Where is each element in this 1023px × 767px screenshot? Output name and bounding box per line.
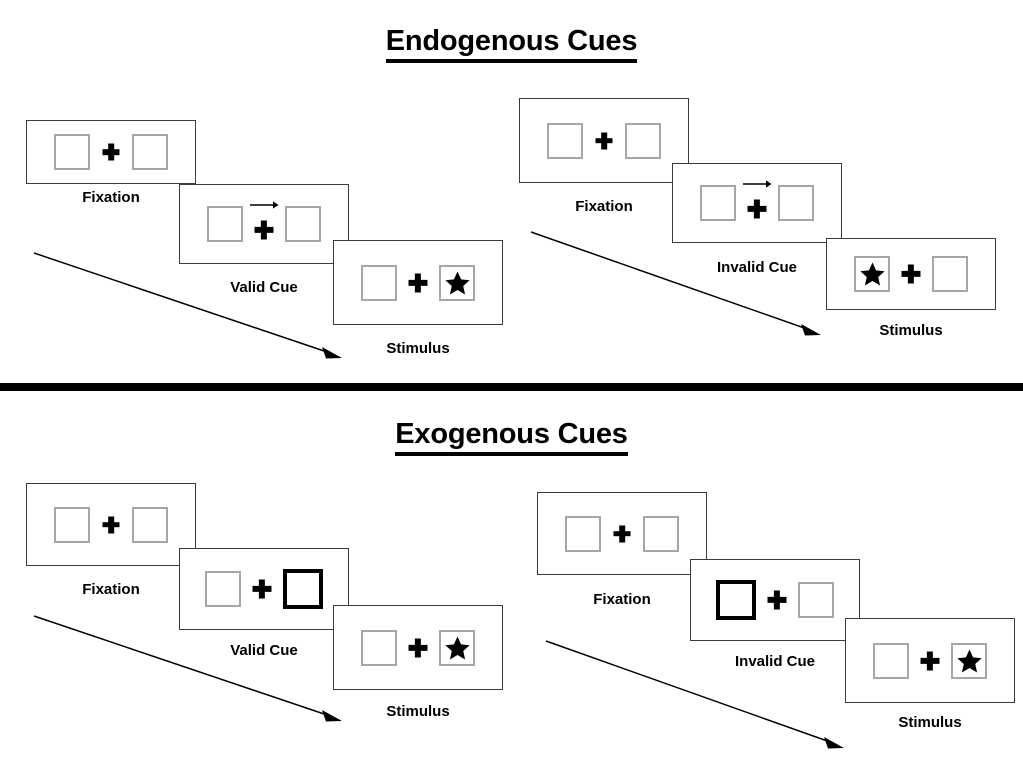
right-box bbox=[643, 515, 679, 552]
section-divider bbox=[0, 383, 1023, 391]
panel-inner bbox=[691, 560, 859, 640]
fixation-center bbox=[601, 514, 643, 554]
right-box bbox=[798, 582, 834, 618]
arrow-right-icon bbox=[743, 180, 772, 188]
left-box bbox=[205, 571, 241, 607]
left-box bbox=[854, 256, 890, 292]
fixation-cross-icon bbox=[255, 220, 274, 239]
panel-inner bbox=[180, 185, 348, 263]
fixation-cross-icon bbox=[902, 265, 921, 284]
panel-exogenous-invalid-fixation bbox=[537, 492, 707, 575]
step-label-exogenous-valid-cue: Valid Cue bbox=[230, 642, 298, 659]
fixation-cross-icon bbox=[748, 199, 767, 218]
fixation-center bbox=[397, 263, 439, 303]
section-title-endogenous: Endogenous Cues bbox=[0, 25, 1023, 63]
panel-inner bbox=[27, 484, 195, 565]
left-box bbox=[361, 264, 397, 301]
step-label-exogenous-invalid-cue: Invalid Cue bbox=[734, 653, 816, 670]
star-icon bbox=[859, 262, 885, 286]
right-box bbox=[283, 569, 323, 609]
panel-inner bbox=[827, 239, 995, 309]
fixation-center bbox=[890, 254, 932, 294]
step-label-endogenous-invalid-stimulus: Stimulus bbox=[879, 322, 943, 339]
step-label-exogenous-invalid-stimulus: Stimulus bbox=[898, 714, 962, 731]
panel-endogenous-valid-cue bbox=[179, 184, 349, 264]
star-icon bbox=[444, 271, 470, 294]
step-label-exogenous-invalid-fixation: Fixation bbox=[593, 591, 651, 608]
fixation-center bbox=[397, 628, 439, 668]
fixation-cross-icon bbox=[409, 638, 428, 657]
panel-endogenous-valid-stimulus bbox=[333, 240, 503, 325]
panel-exogenous-valid-cue bbox=[179, 548, 349, 630]
panel-inner bbox=[334, 606, 502, 689]
step-label-endogenous-valid-cue: Valid Cue bbox=[230, 279, 298, 296]
step-label-endogenous-valid-stimulus: Stimulus bbox=[386, 340, 450, 357]
step-label-exogenous-valid-stimulus: Stimulus bbox=[386, 703, 450, 720]
fixation-center bbox=[909, 641, 951, 681]
panel-exogenous-invalid-stimulus bbox=[845, 618, 1015, 703]
right-box bbox=[285, 206, 321, 242]
fixation-cross-icon bbox=[921, 651, 940, 670]
right-box bbox=[439, 629, 475, 666]
panel-inner bbox=[538, 493, 706, 574]
star-icon bbox=[956, 649, 982, 672]
fixation-center bbox=[241, 569, 283, 609]
step-label-exogenous-valid-fixation: Fixation bbox=[82, 581, 140, 598]
panel-inner bbox=[334, 241, 502, 324]
step-label-endogenous-valid-fixation: Fixation bbox=[82, 189, 140, 206]
right-box bbox=[932, 256, 968, 292]
left-box bbox=[361, 629, 397, 666]
panel-endogenous-invalid-stimulus bbox=[826, 238, 996, 310]
fixation-center bbox=[90, 132, 132, 172]
right-box bbox=[132, 134, 168, 170]
panel-exogenous-valid-stimulus bbox=[333, 605, 503, 690]
arrow-right-icon bbox=[250, 201, 279, 209]
fixation-center bbox=[90, 505, 132, 545]
left-box bbox=[547, 122, 583, 159]
fixation-center bbox=[243, 201, 285, 246]
fixation-center bbox=[583, 121, 625, 161]
panel-exogenous-invalid-cue bbox=[690, 559, 860, 641]
left-box bbox=[716, 580, 756, 620]
fixation-cross-icon bbox=[103, 144, 120, 161]
fixation-cross-icon bbox=[103, 516, 120, 533]
time-flow-arrow-icon-endogenous-invalid bbox=[530, 231, 821, 336]
fixation-cross-icon bbox=[768, 591, 787, 610]
right-box bbox=[625, 122, 661, 159]
right-box bbox=[951, 642, 987, 679]
right-box bbox=[778, 185, 814, 221]
panel-endogenous-valid-fixation bbox=[26, 120, 196, 184]
step-label-endogenous-invalid-fixation: Fixation bbox=[575, 198, 633, 215]
section-title-endogenous-text: Endogenous Cues bbox=[385, 25, 637, 63]
panel-inner bbox=[673, 164, 841, 242]
fixation-cross-icon bbox=[614, 525, 631, 542]
section-title-exogenous-text: Exogenous Cues bbox=[395, 418, 628, 456]
panel-inner bbox=[27, 121, 195, 183]
fixation-cross-icon bbox=[253, 580, 272, 599]
right-box bbox=[132, 506, 168, 543]
fixation-cross-icon bbox=[409, 273, 428, 292]
right-box bbox=[439, 264, 475, 301]
star-icon bbox=[444, 636, 470, 659]
left-box bbox=[54, 134, 90, 170]
step-label-endogenous-invalid-cue: Invalid Cue bbox=[716, 259, 798, 276]
panel-inner bbox=[846, 619, 1014, 702]
section-title-exogenous: Exogenous Cues bbox=[0, 418, 1023, 456]
left-box bbox=[565, 515, 601, 552]
left-box bbox=[207, 206, 243, 242]
left-box bbox=[873, 642, 909, 679]
left-box bbox=[700, 185, 736, 221]
panel-inner bbox=[520, 99, 688, 182]
time-flow-arrow-icon-endogenous-valid bbox=[33, 252, 342, 359]
panel-exogenous-valid-fixation bbox=[26, 483, 196, 566]
fixation-cross-icon bbox=[596, 132, 613, 149]
panel-endogenous-invalid-fixation bbox=[519, 98, 689, 183]
panel-inner bbox=[180, 549, 348, 629]
fixation-center bbox=[736, 180, 778, 225]
left-box bbox=[54, 506, 90, 543]
panel-endogenous-invalid-cue bbox=[672, 163, 842, 243]
fixation-center bbox=[756, 580, 798, 620]
